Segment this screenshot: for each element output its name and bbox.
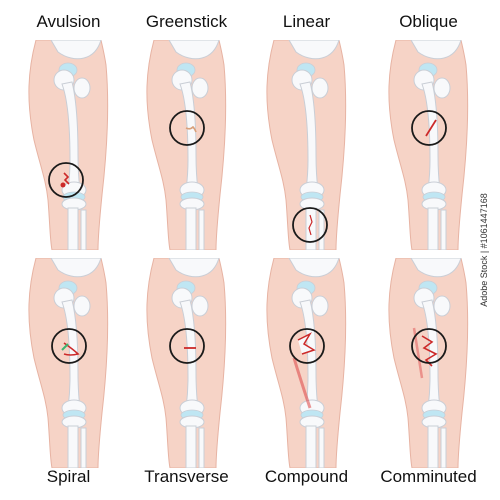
tibia [305, 207, 317, 250]
highlight-ring [411, 328, 447, 364]
stock-image-id: Adobe Stock | #1061447168 [479, 193, 489, 307]
label-transverse: Transverse [144, 467, 229, 486]
panel-spiral [28, 258, 109, 468]
fibula [440, 427, 447, 468]
trochanter [311, 295, 329, 317]
trochanter [433, 77, 451, 99]
bone-fragment [60, 182, 66, 188]
fracture-line [185, 125, 197, 133]
fracture-line [63, 342, 80, 356]
tibia [427, 425, 439, 468]
trochanter [311, 77, 329, 99]
trochanter [73, 295, 91, 317]
highlight-ring [411, 110, 447, 146]
label-oblique: Oblique [399, 12, 458, 31]
fracture-line [297, 332, 316, 355]
tibia [67, 207, 79, 250]
fracture-line [63, 172, 70, 185]
fibula [80, 427, 87, 468]
pelvis-bone [288, 40, 340, 60]
tibia [185, 207, 197, 250]
fibula [318, 427, 325, 468]
fibula [198, 209, 205, 250]
fibula [80, 209, 87, 250]
panel-avulsion [28, 40, 109, 250]
highlight-ring [292, 207, 328, 243]
label-linear: Linear [282, 12, 331, 31]
highlight-ring [48, 162, 84, 198]
label-compound: Compound [264, 467, 349, 486]
tibia [427, 207, 439, 250]
bleeding-streak [412, 327, 424, 379]
wound-bleeding [292, 357, 312, 409]
fibula [440, 209, 447, 250]
fibula [318, 209, 325, 250]
label-comminuted: Comminuted [380, 467, 477, 486]
panel-oblique [388, 40, 469, 250]
fracture-line [421, 335, 438, 367]
tibia [67, 425, 79, 468]
tibia [305, 425, 317, 468]
fracture-line [308, 214, 313, 236]
highlight-ring [169, 110, 205, 146]
label-greenstick: Greenstick [145, 12, 228, 31]
trochanter [73, 77, 91, 99]
highlight-ring [289, 328, 325, 364]
pelvis-bone [410, 258, 462, 278]
pelvis-bone [50, 40, 102, 60]
panel-linear [266, 40, 347, 250]
pelvis-bone [50, 258, 102, 278]
pelvis-bone [410, 40, 462, 60]
label-spiral: Spiral [46, 467, 91, 486]
panel-comminuted [388, 258, 469, 468]
trochanter [433, 295, 451, 317]
fibula [198, 427, 205, 468]
highlight-ring [51, 328, 87, 364]
pelvis-bone [168, 258, 220, 278]
trochanter [191, 77, 209, 99]
trochanter [191, 295, 209, 317]
panel-transverse [146, 258, 227, 468]
pelvis-bone [168, 40, 220, 60]
panel-greenstick [146, 40, 227, 250]
pelvis-bone [288, 258, 340, 278]
label-avulsion: Avulsion [36, 12, 101, 31]
panel-compound [266, 258, 347, 468]
fracture-line [425, 119, 437, 137]
highlight-ring [169, 328, 205, 364]
spiral-segment [61, 343, 69, 351]
tibia [185, 425, 197, 468]
